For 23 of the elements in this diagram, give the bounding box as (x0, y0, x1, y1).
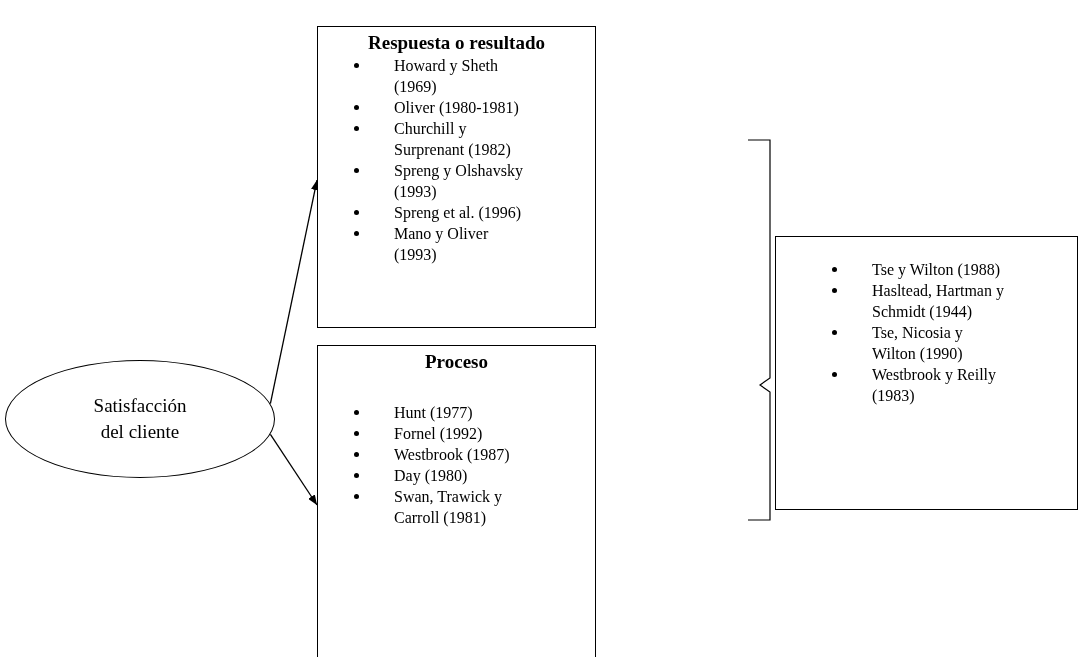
list-item: Howard y Sheth (1969) (394, 56, 499, 97)
list-item: Hasltead, Hartman y Schmidt (1944) (872, 281, 1005, 322)
list-item: Hunt (1977) (394, 403, 473, 423)
list-item: Mano y Oliver (1993) (394, 224, 490, 265)
arrow (269, 179, 319, 405)
box-heading: Proceso (424, 350, 489, 374)
list-item: Tse, Nicosia y Wilton (1990) (872, 323, 964, 364)
list-item: Day (1980) (394, 466, 468, 486)
list-item: Westbrook (1987) (394, 445, 510, 465)
list-box (317, 26, 596, 328)
list-item: Spreng et al. (1996) (394, 203, 522, 223)
list-item: Tse y Wilton (1988) (872, 260, 1001, 280)
box-heading: Respuesta o resultado (367, 31, 546, 55)
list-item: Swan, Trawick y Carroll (1981) (394, 487, 503, 528)
list-box (317, 345, 596, 657)
list-item: Spreng y Olshavsky (1993) (394, 161, 524, 202)
list-item: Oliver (1980-1981) (394, 98, 519, 118)
list-box (775, 236, 1078, 510)
arrow (269, 433, 318, 506)
list-item: Fornel (1992) (394, 424, 483, 444)
node-label: Satisfacción del cliente (92, 394, 188, 444)
list-item: Westbrook y Reilly (1983) (872, 365, 998, 406)
list-item: Churchill y Surprenant (1982) (394, 119, 512, 160)
